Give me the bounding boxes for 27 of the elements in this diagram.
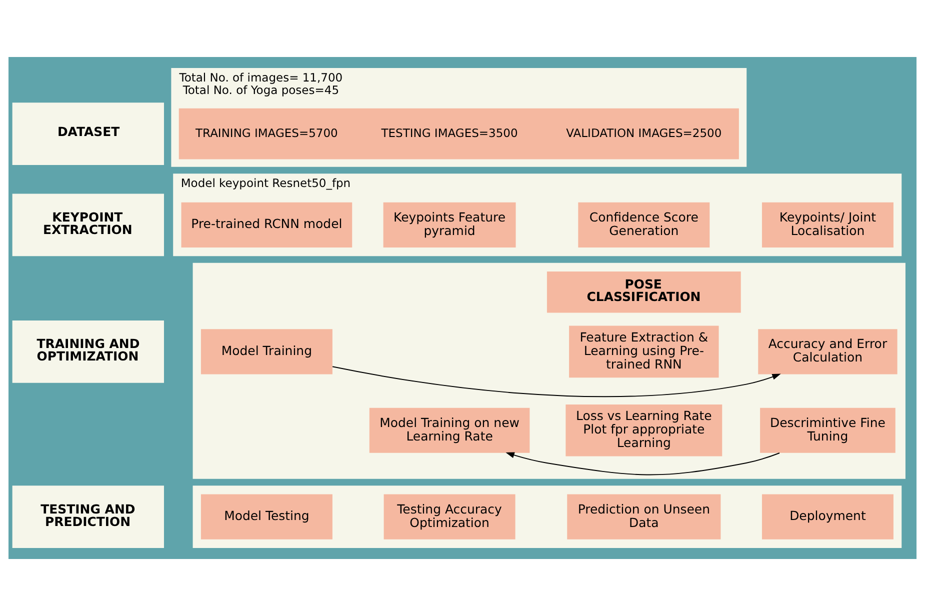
cluster [178, 108, 739, 159]
node-text: TRAINING IMAGES=5700 [196, 125, 338, 140]
node-box: Feature Extraction & Learning using Pre-trained RNN [569, 325, 719, 378]
node-text: TESTING IMAGES=3500 [381, 125, 518, 140]
node-box: Loss vs Learning Rate Plot fpr appropriate Learning [566, 404, 722, 456]
node-box: Prediction on Unseen Data [567, 494, 721, 539]
node-box: Descrimintive Fine Tuning [760, 407, 896, 452]
node-box: Model Training [200, 328, 332, 374]
node-box: TESTING AND PREDICTION [12, 485, 164, 548]
node-text: VALIDATION IMAGES=2500 [566, 125, 722, 140]
arrow [506, 452, 780, 475]
node-box: Confidence Score Generation [578, 202, 710, 248]
node-box: DATASET [12, 102, 164, 164]
node-box: Keypoints Feature pyramid [383, 202, 516, 248]
node-box: Deployment [762, 494, 894, 539]
arrow [332, 366, 781, 397]
node-box: Model Training on new Learning Rate [369, 407, 530, 452]
node-box: Pre-trained RCNN model [181, 202, 352, 248]
node-box: Keypoints/ Joint Localisation [762, 202, 894, 248]
node-box: POSE CLASSIFICATION [546, 271, 741, 312]
node-box: Accuracy and Error Calculation [758, 328, 898, 374]
cluster [192, 485, 902, 548]
node-box: Testing Accuracy Optimization [384, 494, 516, 539]
cluster [192, 262, 906, 478]
node-box: Model Testing [200, 494, 332, 539]
node-box: TRAINING AND OPTIMIZATION [12, 320, 164, 382]
node-box: KEYPOINT EXTRACTION [12, 193, 164, 256]
